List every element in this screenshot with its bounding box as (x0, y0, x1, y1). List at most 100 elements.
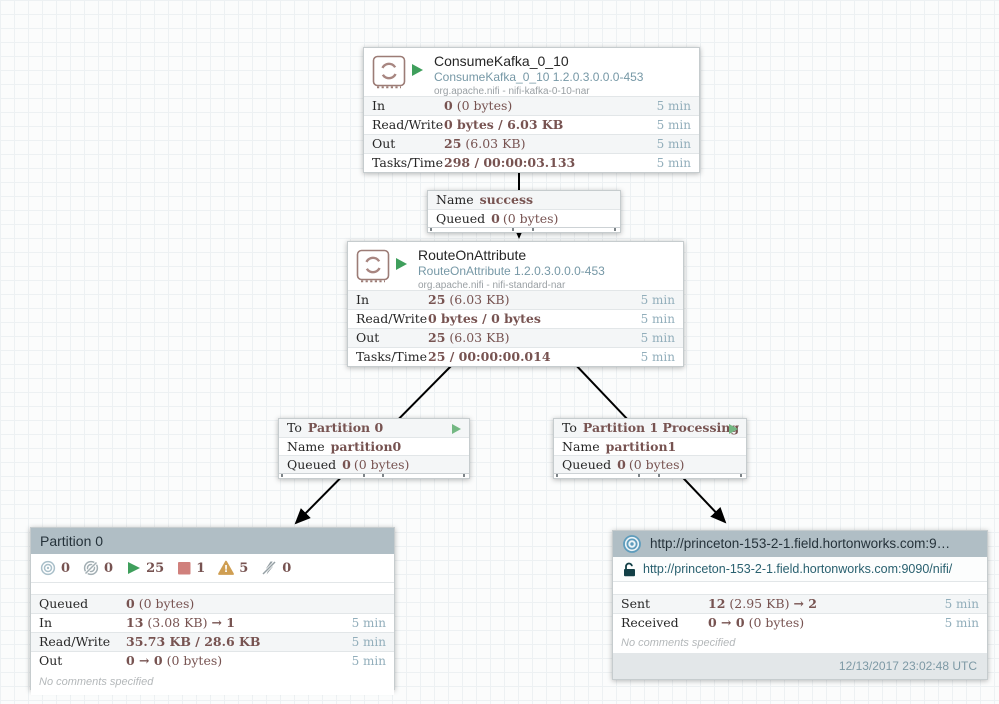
stat-row-tasks-time: Tasks/Time 25 / 00:00:00.014 5 min (348, 347, 683, 366)
stat-row-sent: Sent 12 (2.95 KB) → 2 5 min (613, 594, 987, 613)
svg-text:!: ! (224, 564, 228, 575)
stat-window: 5 min (656, 99, 691, 113)
stat-value: 25 / 00:00:00.014 (428, 349, 551, 364)
connection-name-key: Name (436, 192, 474, 207)
status-not-transmitting: 0 (83, 560, 113, 576)
connection-name-value: partition0 (330, 439, 402, 454)
processor-icon (356, 249, 390, 283)
stat-value: 35.73 KB / 28.6 KB (126, 634, 261, 649)
stat-row-read-write: Read/Write 0 bytes / 0 bytes 5 min (348, 309, 683, 328)
connection-queued-key: Queued (436, 211, 486, 226)
stat-row-in: In 0 (0 bytes) 5 min (364, 96, 699, 115)
connection-name-value: success (479, 192, 534, 207)
stat-label: Queued (39, 596, 89, 611)
warning-icon: ! (218, 560, 235, 575)
stat-row-queued: Queued 0 (0 bytes) (31, 594, 394, 613)
connection-to-key: To (562, 420, 577, 435)
processor-bundle: org.apache.nifi - nifi-kafka-0-10-nar (434, 86, 590, 97)
remote-group-title: http://princeton-153-2-1.field.hortonwor… (650, 536, 951, 551)
stat-label: Sent (621, 596, 651, 611)
remote-group-comments: No comments specified (613, 632, 987, 654)
stat-window: 5 min (944, 597, 979, 611)
remote-process-group[interactable]: http://princeton-153-2-1.field.hortonwor… (612, 530, 988, 680)
connection-to-value: Partition 0 (307, 420, 384, 435)
processor-type: ConsumeKafka_0_10 1.2.0.3.0.0.0-453 (434, 70, 644, 84)
stat-window: 5 min (656, 118, 691, 132)
stat-label: Read/Write (372, 117, 444, 132)
transmitting-icon (40, 560, 56, 576)
stat-row-in: In 13 (3.08 KB) → 1 5 min (31, 613, 394, 632)
stat-window: 5 min (944, 616, 979, 630)
process-group-status-bar: 0 0 25 1 (31, 554, 394, 583)
processor-icon (372, 55, 406, 89)
disabled-icon (262, 560, 277, 576)
connection-name-key: Name (287, 439, 325, 454)
connection-queued-key: Queued (562, 457, 612, 472)
stat-window: 5 min (656, 137, 691, 151)
process-group-comments: No comments specified (31, 670, 394, 695)
processor-name: ConsumeKafka_0_10 (434, 53, 569, 69)
destination-running-icon (452, 423, 461, 434)
stat-window: 5 min (351, 616, 386, 630)
process-group-header[interactable]: Partition 0 (31, 528, 394, 554)
stat-row-out: Out 0 → 0 (0 bytes) 5 min (31, 651, 394, 670)
remote-group-url-row: http://princeton-153-2-1.field.hortonwor… (613, 557, 987, 582)
stat-value: 0 (0 bytes) (126, 596, 195, 611)
connection-to-row: To Partition 0 (279, 419, 469, 437)
processor-bundle: org.apache.nifi - nifi-standard-nar (418, 280, 566, 291)
stat-label: Tasks/Time (372, 155, 444, 170)
remote-group-refresh-footer: 12/13/2017 23:02:48 UTC (613, 653, 987, 679)
stat-label: Tasks/Time (356, 349, 428, 364)
stat-value: 0 (0 bytes) (444, 98, 513, 113)
last-refreshed-timestamp: 12/13/2017 23:02:48 UTC (838, 659, 977, 673)
run-status-running-icon (396, 258, 407, 270)
connection-to-key: To (287, 420, 302, 435)
connection-name-key: Name (562, 439, 600, 454)
connection-queued-count: 0 (491, 211, 500, 226)
stat-window: 5 min (656, 156, 691, 170)
stat-value: 25 (6.03 KB) (444, 136, 526, 151)
stat-row-out: Out 25 (6.03 KB) 5 min (348, 328, 683, 347)
stat-label: Received (621, 615, 679, 630)
stat-label: In (356, 292, 369, 307)
stat-label: Out (372, 136, 396, 151)
run-status-running-icon (412, 64, 423, 76)
processor-route-on-attribute[interactable]: RouteOnAttribute RouteOnAttribute 1.2.0.… (347, 241, 684, 367)
stat-window: 5 min (640, 293, 675, 307)
status-disabled: 0 (261, 560, 291, 576)
connection-queued-size: (0 bytes) (628, 457, 685, 472)
process-group-partition0[interactable]: Partition 0 0 0 (30, 527, 395, 695)
stat-value: 12 (2.95 KB) → 2 (708, 596, 817, 611)
stat-label: In (372, 98, 385, 113)
stat-row-read-write: Read/Write 35.73 KB / 28.6 KB 5 min (31, 632, 394, 651)
stat-row-out: Out 25 (6.03 KB) 5 min (364, 134, 699, 153)
stat-value: 298 / 00:00:03.133 (444, 155, 576, 170)
connection-queued-count: 0 (617, 457, 626, 472)
connection-to-row: To Partition 1 Processing (554, 419, 746, 437)
stat-value: 0 → 0 (0 bytes) (126, 653, 223, 668)
stat-row-read-write: Read/Write 0 bytes / 6.03 KB 5 min (364, 115, 699, 134)
connection-to-value: Partition 1 Processing (582, 420, 740, 435)
status-running: 25 (126, 560, 164, 576)
open-lock-icon (624, 562, 635, 576)
stat-value: 25 (6.03 KB) (428, 292, 510, 307)
stat-label: Out (356, 330, 380, 345)
connection-label-ticks (428, 227, 620, 232)
stat-value: 0 bytes / 0 bytes (428, 311, 541, 326)
stat-label: Out (39, 653, 63, 668)
stopped-icon (178, 562, 191, 575)
stat-value: 0 → 0 (0 bytes) (708, 615, 805, 630)
processor-consume-kafka[interactable]: ConsumeKafka_0_10 ConsumeKafka_0_10 1.2.… (363, 47, 700, 173)
connection-queued-count: 0 (342, 457, 351, 472)
connection-queued-size: (0 bytes) (353, 457, 410, 472)
destination-running-icon (729, 423, 738, 434)
process-group-title: Partition 0 (40, 533, 104, 549)
stat-row-in: In 25 (6.03 KB) 5 min (348, 290, 683, 309)
remote-group-header[interactable]: http://princeton-153-2-1.field.hortonwor… (613, 531, 987, 557)
remote-transmitting-icon (623, 535, 641, 553)
